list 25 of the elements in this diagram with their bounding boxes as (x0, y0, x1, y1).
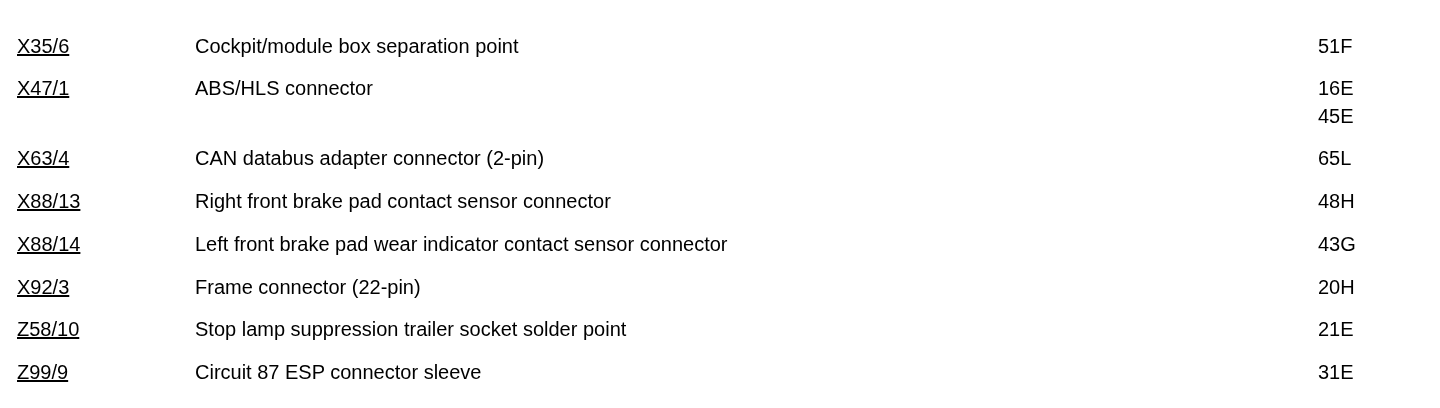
grid-reference: 45E (1318, 104, 1354, 128)
grid-reference: 48H (1318, 189, 1355, 213)
grid-reference: 43G (1318, 232, 1356, 256)
component-description: CAN databus adapter connector (2-pin) (195, 146, 545, 170)
component-description: Left front brake pad wear indicator contact sensor connector (195, 232, 728, 256)
component-description: Stop lamp suppression trailer socket solder point (195, 317, 627, 341)
grid-reference: 65L (1318, 146, 1352, 170)
grid-reference: 20H (1318, 275, 1355, 299)
component-code-link: X35/6 (17, 34, 70, 58)
component-description: Circuit 87 ESP connector sleeve (195, 360, 482, 384)
grid-reference: 51F (1318, 34, 1353, 58)
component-code-link: X88/13 (17, 189, 81, 213)
component-description: ABS/HLS connector (195, 76, 373, 100)
component-code-link: X47/1 (17, 76, 70, 100)
grid-reference: 16E (1318, 76, 1354, 100)
grid-reference: 31E (1318, 360, 1354, 384)
component-description: Right front brake pad contact sensor connector (195, 189, 611, 213)
grid-reference: 21E (1318, 317, 1354, 341)
component-code-link: X63/4 (17, 146, 70, 170)
component-code-link: X92/3 (17, 275, 70, 299)
component-description: Frame connector (22-pin) (195, 275, 421, 299)
component-code-link: Z99/9 (17, 360, 69, 384)
component-code-link: Z58/10 (17, 317, 80, 341)
component-description: Cockpit/module box separation point (195, 34, 519, 58)
component-code-link: X88/14 (17, 232, 81, 256)
